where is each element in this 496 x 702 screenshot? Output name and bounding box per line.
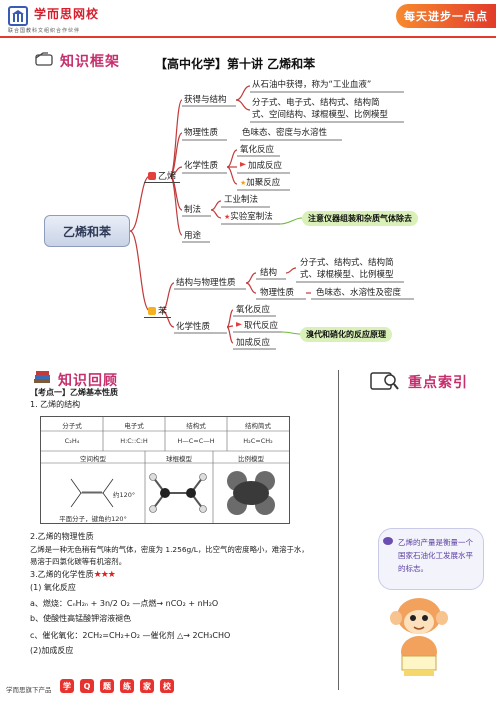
benzene-oxidation: 氧化反应 <box>236 305 271 315</box>
footer-app-xue-icon[interactable]: 学 <box>60 679 74 693</box>
benzene-node: 苯 <box>144 304 172 318</box>
mindmap-root: 乙烯和苯 <box>44 215 130 247</box>
school-logo-icon <box>8 6 28 26</box>
ethylene-oxidation: 氧化反应 <box>240 145 275 155</box>
value-simplified: H₂C=CH₂ <box>243 437 273 445</box>
header-ball-stick: 球棍模型 <box>166 455 192 463</box>
benzene-structure-physical: 结构与物理性质 <box>176 278 236 288</box>
value-formula: C₂H₄ <box>64 437 80 445</box>
structure-table: 分子式 电子式 结构式 结构简式 C₂H₄ H:C::C:H H—C=C—H H… <box>40 416 290 524</box>
header-structural: 结构式 <box>186 422 206 430</box>
hand-book-icon <box>35 52 53 66</box>
bond-angle-label: 约120° <box>113 491 136 499</box>
benzene-addition: 加成反应 <box>236 338 271 348</box>
ethylene-physical: 物理性质 <box>184 128 219 138</box>
ethylene-structure-line1: 分子式、电子式、结构式、结构简 <box>252 98 380 108</box>
mindmap-connectors <box>129 85 414 350</box>
lesson-title: 【高中化学】第十讲 乙烯和苯 <box>155 57 316 71</box>
benzene-structure: 结构 <box>260 268 278 278</box>
star-icon: ★ <box>224 213 231 221</box>
header-space-fill: 比例模型 <box>238 455 264 463</box>
benzene-chem-note: 溴代和硝化的反应原理 <box>300 327 392 342</box>
ethylene-uses: 用途 <box>184 231 202 241</box>
star-icon: ★ <box>240 179 247 187</box>
spatial-note: 平面分子，键角约120° <box>59 515 127 523</box>
brand-subtitle: 联合国教科文组织合作伙伴 <box>8 28 81 34</box>
ethylene-addition: 加成反应 <box>240 161 282 172</box>
mascot-monkey-icon <box>390 598 448 676</box>
framework-section-title: 知识框架 <box>60 54 120 70</box>
ethylene-structure-line2: 式、空间结构、球棍模型、比例模型 <box>252 110 389 120</box>
oxidation-heading: (1) 氧化反应 <box>30 583 76 592</box>
flag-icon <box>236 322 242 327</box>
ethylene-lab-prep: ★实验室制法 <box>224 212 273 222</box>
recap-section-title: 知识回顾 <box>58 373 118 389</box>
benzene-physical: 物理性质 <box>260 288 295 298</box>
combustion-equation: a、燃烧：CₙH₂ₙ + 3n/2 O₂ —点燃→ nCO₂ + nH₂O <box>30 599 219 608</box>
footer-brand: 学而思旗下产品 <box>6 686 52 694</box>
page-header: 学而思网校 联合国教科文组织合作伙伴 每天进步一点点 <box>0 0 496 34</box>
physical-heading: 2.乙烯的物理性质 <box>30 532 94 541</box>
header-simplified: 结构简式 <box>245 422 271 430</box>
ethylene-preparation: 制法 <box>184 205 202 215</box>
ethylene-obtain: 获得与结构 <box>184 95 227 105</box>
number-badge-icon <box>148 306 156 315</box>
footer-app-school-icon[interactable]: 校 <box>160 679 174 693</box>
physical-text-2: 易溶于四氯化碳等有机溶剂。 <box>30 557 127 566</box>
ethylene-obtain-source: 从石油中获得，称为“工业血液” <box>252 80 372 90</box>
slogan-text: 每天进步一点点 <box>404 10 488 23</box>
table-grid <box>41 417 289 523</box>
ethylene-node: 乙烯 <box>144 169 181 183</box>
kmno4-reaction: b、使酸性高锰酸钾溶液褪色 <box>30 614 132 623</box>
ethylene-polymerization: ★加聚反应 <box>240 178 281 188</box>
ethylene-physical-detail: 色味态、密度与水溶性 <box>242 128 328 138</box>
value-electron: H:C::C:H <box>120 437 148 445</box>
footer-app-home-icon[interactable]: 家 <box>140 679 154 693</box>
tip-bubble <box>378 528 484 590</box>
chemical-heading: 3.乙烯的化学性质★★★ <box>30 570 116 580</box>
ethylene-structure-heading: 1. 乙烯的结构 <box>30 400 81 409</box>
value-structural: H—C=C—H <box>177 437 215 445</box>
key-index-title: 重点索引 <box>408 375 468 391</box>
magnifier-book-icon <box>370 372 399 390</box>
footer-app-search-icon[interactable]: Q <box>80 679 94 693</box>
brand-name: 学而思网校 <box>34 7 100 21</box>
tip-text: 乙烯的产量是衡量一个国家石油化工发展水平的标志。 <box>398 538 473 573</box>
header-spatial: 空间构型 <box>80 455 106 463</box>
ethylene-industrial-prep: 工业制法 <box>224 195 259 205</box>
column-divider <box>338 370 339 690</box>
topic-heading: 【考点一】乙烯基本性质 <box>30 388 118 397</box>
benzene-chemical: 化学性质 <box>176 322 211 332</box>
footer-app-practice-icon[interactable]: 练 <box>120 679 134 693</box>
books-icon <box>34 371 50 383</box>
flag-icon <box>240 162 246 167</box>
catalytic-oxidation: c、催化氧化：2CH₂=CH₂+O₂ —催化剂 △→ 2CH₃CHO <box>30 631 231 640</box>
ethylene-chemical: 化学性质 <box>184 161 219 171</box>
slogan-banner <box>396 4 496 28</box>
addition-heading: (2)加成反应 <box>30 646 74 655</box>
header-formula: 分子式 <box>62 422 82 430</box>
header-divider <box>0 36 496 38</box>
chat-icon <box>383 537 393 545</box>
physical-text-1: 乙烯是一种无色稍有气味的气体，密度为 1.256g/L，比空气的密度略小，难溶于… <box>30 545 309 554</box>
footer-app-question-icon[interactable]: 题 <box>100 679 114 693</box>
number-badge-icon <box>148 171 156 180</box>
benzene-structure-line2: 式、球棍模型、比例模型 <box>300 270 394 280</box>
header-electron: 电子式 <box>124 422 144 430</box>
ethylene-prep-note: 注意仪器组装和杂质气体除去 <box>302 211 418 226</box>
benzene-substitution: 取代反应 <box>236 321 278 332</box>
importance-stars: ★★★ <box>93 570 116 580</box>
benzene-physical-detail: 色味态、水溶性及密度 <box>316 288 402 298</box>
benzene-structure-line1: 分子式、结构式、结构简 <box>300 258 394 268</box>
